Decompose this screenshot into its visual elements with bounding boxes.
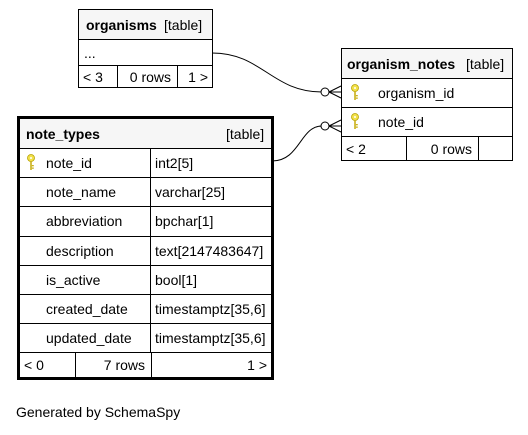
column-type: int2[5] (150, 149, 271, 178)
table-row: ... (79, 39, 212, 65)
column-name: note_id (378, 114, 424, 130)
row-count: 0 rows (406, 137, 478, 160)
table-row[interactable]: description text[2147483647] (20, 235, 271, 265)
column-name: is_active (46, 271, 101, 288)
row-count: 0 rows (117, 66, 177, 87)
table-footer: < 3 0 rows 1 > (79, 65, 212, 87)
parents-link[interactable]: < 2 (346, 140, 366, 157)
table-row[interactable]: note_name varchar[25] (20, 177, 271, 207)
edge-crowfoot (328, 119, 342, 133)
column-type: timestamptz[35,6] (150, 324, 271, 353)
row-count: 7 rows (75, 353, 151, 377)
column-type: bpchar[1] (150, 207, 271, 236)
edge-note-types-organism-notes (271, 125, 323, 162)
column-name: created_date (46, 301, 128, 318)
children-link[interactable] (478, 137, 512, 160)
table-name: note_types (26, 125, 100, 142)
table-kind: [table] (226, 125, 265, 142)
parents-link[interactable]: < 3 (83, 68, 103, 85)
column-type: bool[1] (150, 265, 271, 294)
primary-key-icon (27, 154, 35, 171)
table-row[interactable]: updated_date timestamptz[35,6] (20, 323, 271, 353)
column-type: varchar[25] (150, 178, 271, 207)
table-row[interactable]: created_date timestamptz[35,6] (20, 294, 271, 324)
table-header: organism_notes [table] (342, 49, 512, 78)
edge-organisms-organism-notes (211, 52, 323, 93)
edge-end-circle (320, 87, 330, 97)
primary-key-icon (351, 84, 359, 100)
column-type: timestamptz[35,6] (150, 295, 271, 324)
table-header: organisms [table] (79, 10, 212, 39)
table-row[interactable]: organism_id (342, 78, 512, 107)
edge-crowfoot (328, 85, 342, 99)
table-organism-notes[interactable]: organism_notes [table] organism_id note_… (341, 48, 513, 161)
column-type: text[2147483647] (150, 236, 271, 265)
table-kind: [table] (466, 55, 505, 72)
children-link[interactable]: 1 > (177, 66, 212, 87)
table-footer: < 2 0 rows (342, 136, 512, 160)
table-footer: < 0 7 rows 1 > (20, 352, 271, 377)
table-name: organisms (86, 16, 157, 33)
edge-end-circle (320, 121, 330, 131)
table-header: note_types [table] (20, 119, 271, 148)
table-name: organism_notes (347, 55, 456, 72)
table-row[interactable]: is_active bool[1] (20, 264, 271, 294)
column-name: note_name (46, 184, 117, 201)
children-link[interactable]: 1 > (151, 353, 271, 377)
generated-by-note: Generated by SchemaSpy (16, 404, 181, 420)
column-name: updated_date (46, 330, 132, 347)
table-row[interactable]: note_id int2[5] (20, 148, 271, 178)
parents-link[interactable]: < 0 (24, 357, 44, 373)
column-name: organism_id (378, 85, 455, 101)
table-row[interactable]: note_id (342, 107, 512, 136)
ellipsis-row: ... (84, 44, 96, 61)
table-kind: [table] (164, 16, 203, 33)
column-name: abbreviation (46, 213, 123, 230)
column-name: description (46, 242, 114, 259)
table-organisms[interactable]: organisms [table] ... < 3 0 rows 1 > (78, 9, 213, 88)
primary-key-icon (351, 113, 359, 129)
table-row[interactable]: abbreviation bpchar[1] (20, 206, 271, 236)
column-name: note_id (46, 155, 92, 172)
